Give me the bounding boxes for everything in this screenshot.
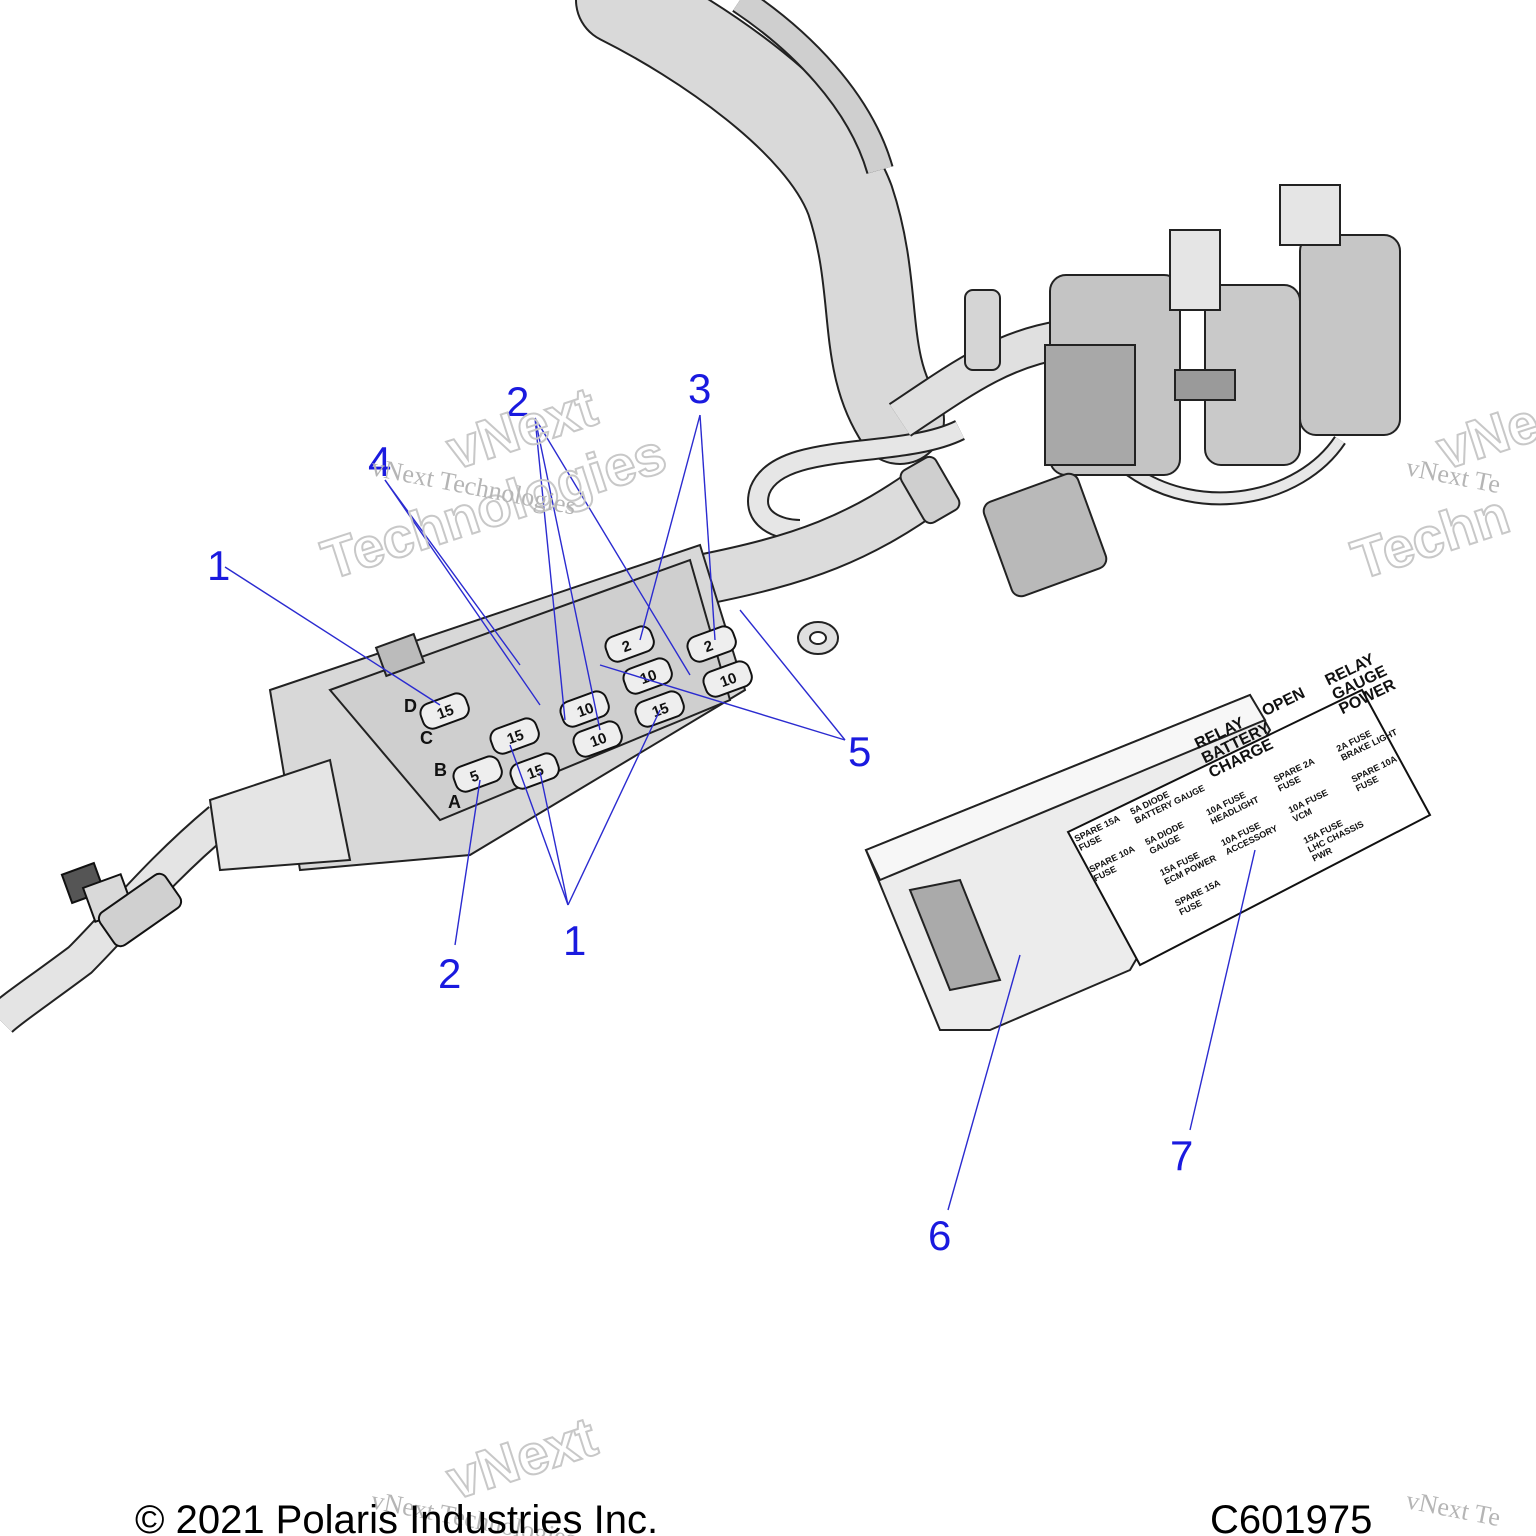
fuse-value: 15	[505, 727, 526, 749]
fuse-slot	[419, 692, 470, 730]
watermark-partial-2: vNext Te	[1404, 1485, 1503, 1532]
row-letter-a: A	[448, 792, 461, 812]
callout-7: 7	[1170, 1132, 1193, 1179]
callout-1-lower: 1	[563, 917, 586, 964]
diagram-code: C601975	[1210, 1498, 1372, 1536]
fuse-slot	[634, 690, 685, 728]
callout-6: 6	[928, 1212, 951, 1259]
fuse-box-cover	[864, 693, 1272, 1031]
row-letter-d: D	[404, 696, 417, 716]
fuse-slot	[452, 755, 503, 793]
fuse-value: 10	[638, 667, 659, 689]
callout-3: 3	[688, 365, 711, 412]
row-letter-c: C	[420, 728, 433, 748]
wire-harness	[0, 0, 1346, 1034]
copyright-text: © 2021 Polaris Industries Inc.	[135, 1498, 658, 1536]
callout-2-upper: 2	[506, 378, 529, 425]
mounting-bolt	[60, 861, 183, 948]
callout-numbers: 1 1 2 2 3 4 5 6 7	[207, 365, 1193, 1259]
row-letter-b: B	[434, 760, 447, 780]
fuse-slot	[686, 625, 737, 663]
fuse-slot	[559, 690, 610, 728]
fuse-value: 10	[588, 730, 609, 752]
fuse-value: 10	[575, 700, 596, 722]
callout-2-lower: 2	[438, 950, 461, 997]
callout-1-upper: 1	[207, 542, 230, 589]
callout-4: 4	[368, 438, 391, 485]
fuse-slot	[489, 717, 540, 755]
fuse-value: 10	[718, 670, 739, 692]
watermark-partial-big: Techn	[1344, 482, 1516, 592]
harness-connectors	[964, 184, 1401, 598]
fuse-slot	[702, 660, 753, 698]
fuse-slot	[572, 720, 623, 758]
decal-label-text: OPEN	[1260, 685, 1308, 720]
callout-5: 5	[848, 728, 871, 775]
fuse-value: 15	[435, 702, 456, 724]
fuse-slot	[622, 657, 673, 695]
leader-lines	[224, 414, 1256, 1211]
watermark-big-3: vNext	[439, 1404, 604, 1511]
